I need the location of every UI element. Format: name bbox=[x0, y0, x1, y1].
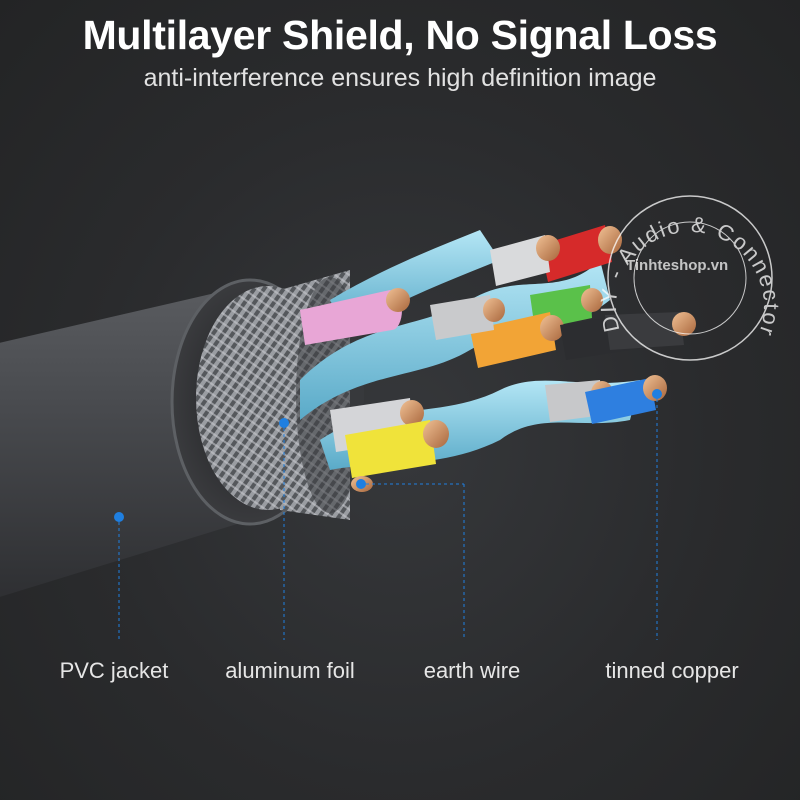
callout-earth-marker bbox=[356, 479, 465, 640]
label-pvc-jacket: PVC jacket bbox=[59, 658, 169, 683]
callout-pvc-marker bbox=[114, 512, 124, 640]
page-subtitle: anti-interference ensures high definitio… bbox=[143, 64, 657, 92]
label-earth-wire: earth wire bbox=[423, 658, 521, 683]
label-tinned-copper: tinned copper bbox=[605, 658, 739, 683]
page-title: Multilayer Shield, No Signal Loss bbox=[82, 12, 718, 58]
callout-copper-marker bbox=[652, 389, 662, 640]
label-aluminum-foil: aluminum foil bbox=[225, 658, 355, 683]
twisted-pairs bbox=[300, 225, 696, 492]
watermark-shop-text: Tinhteshop.vn bbox=[626, 257, 729, 274]
callout-foil-marker bbox=[279, 418, 289, 640]
